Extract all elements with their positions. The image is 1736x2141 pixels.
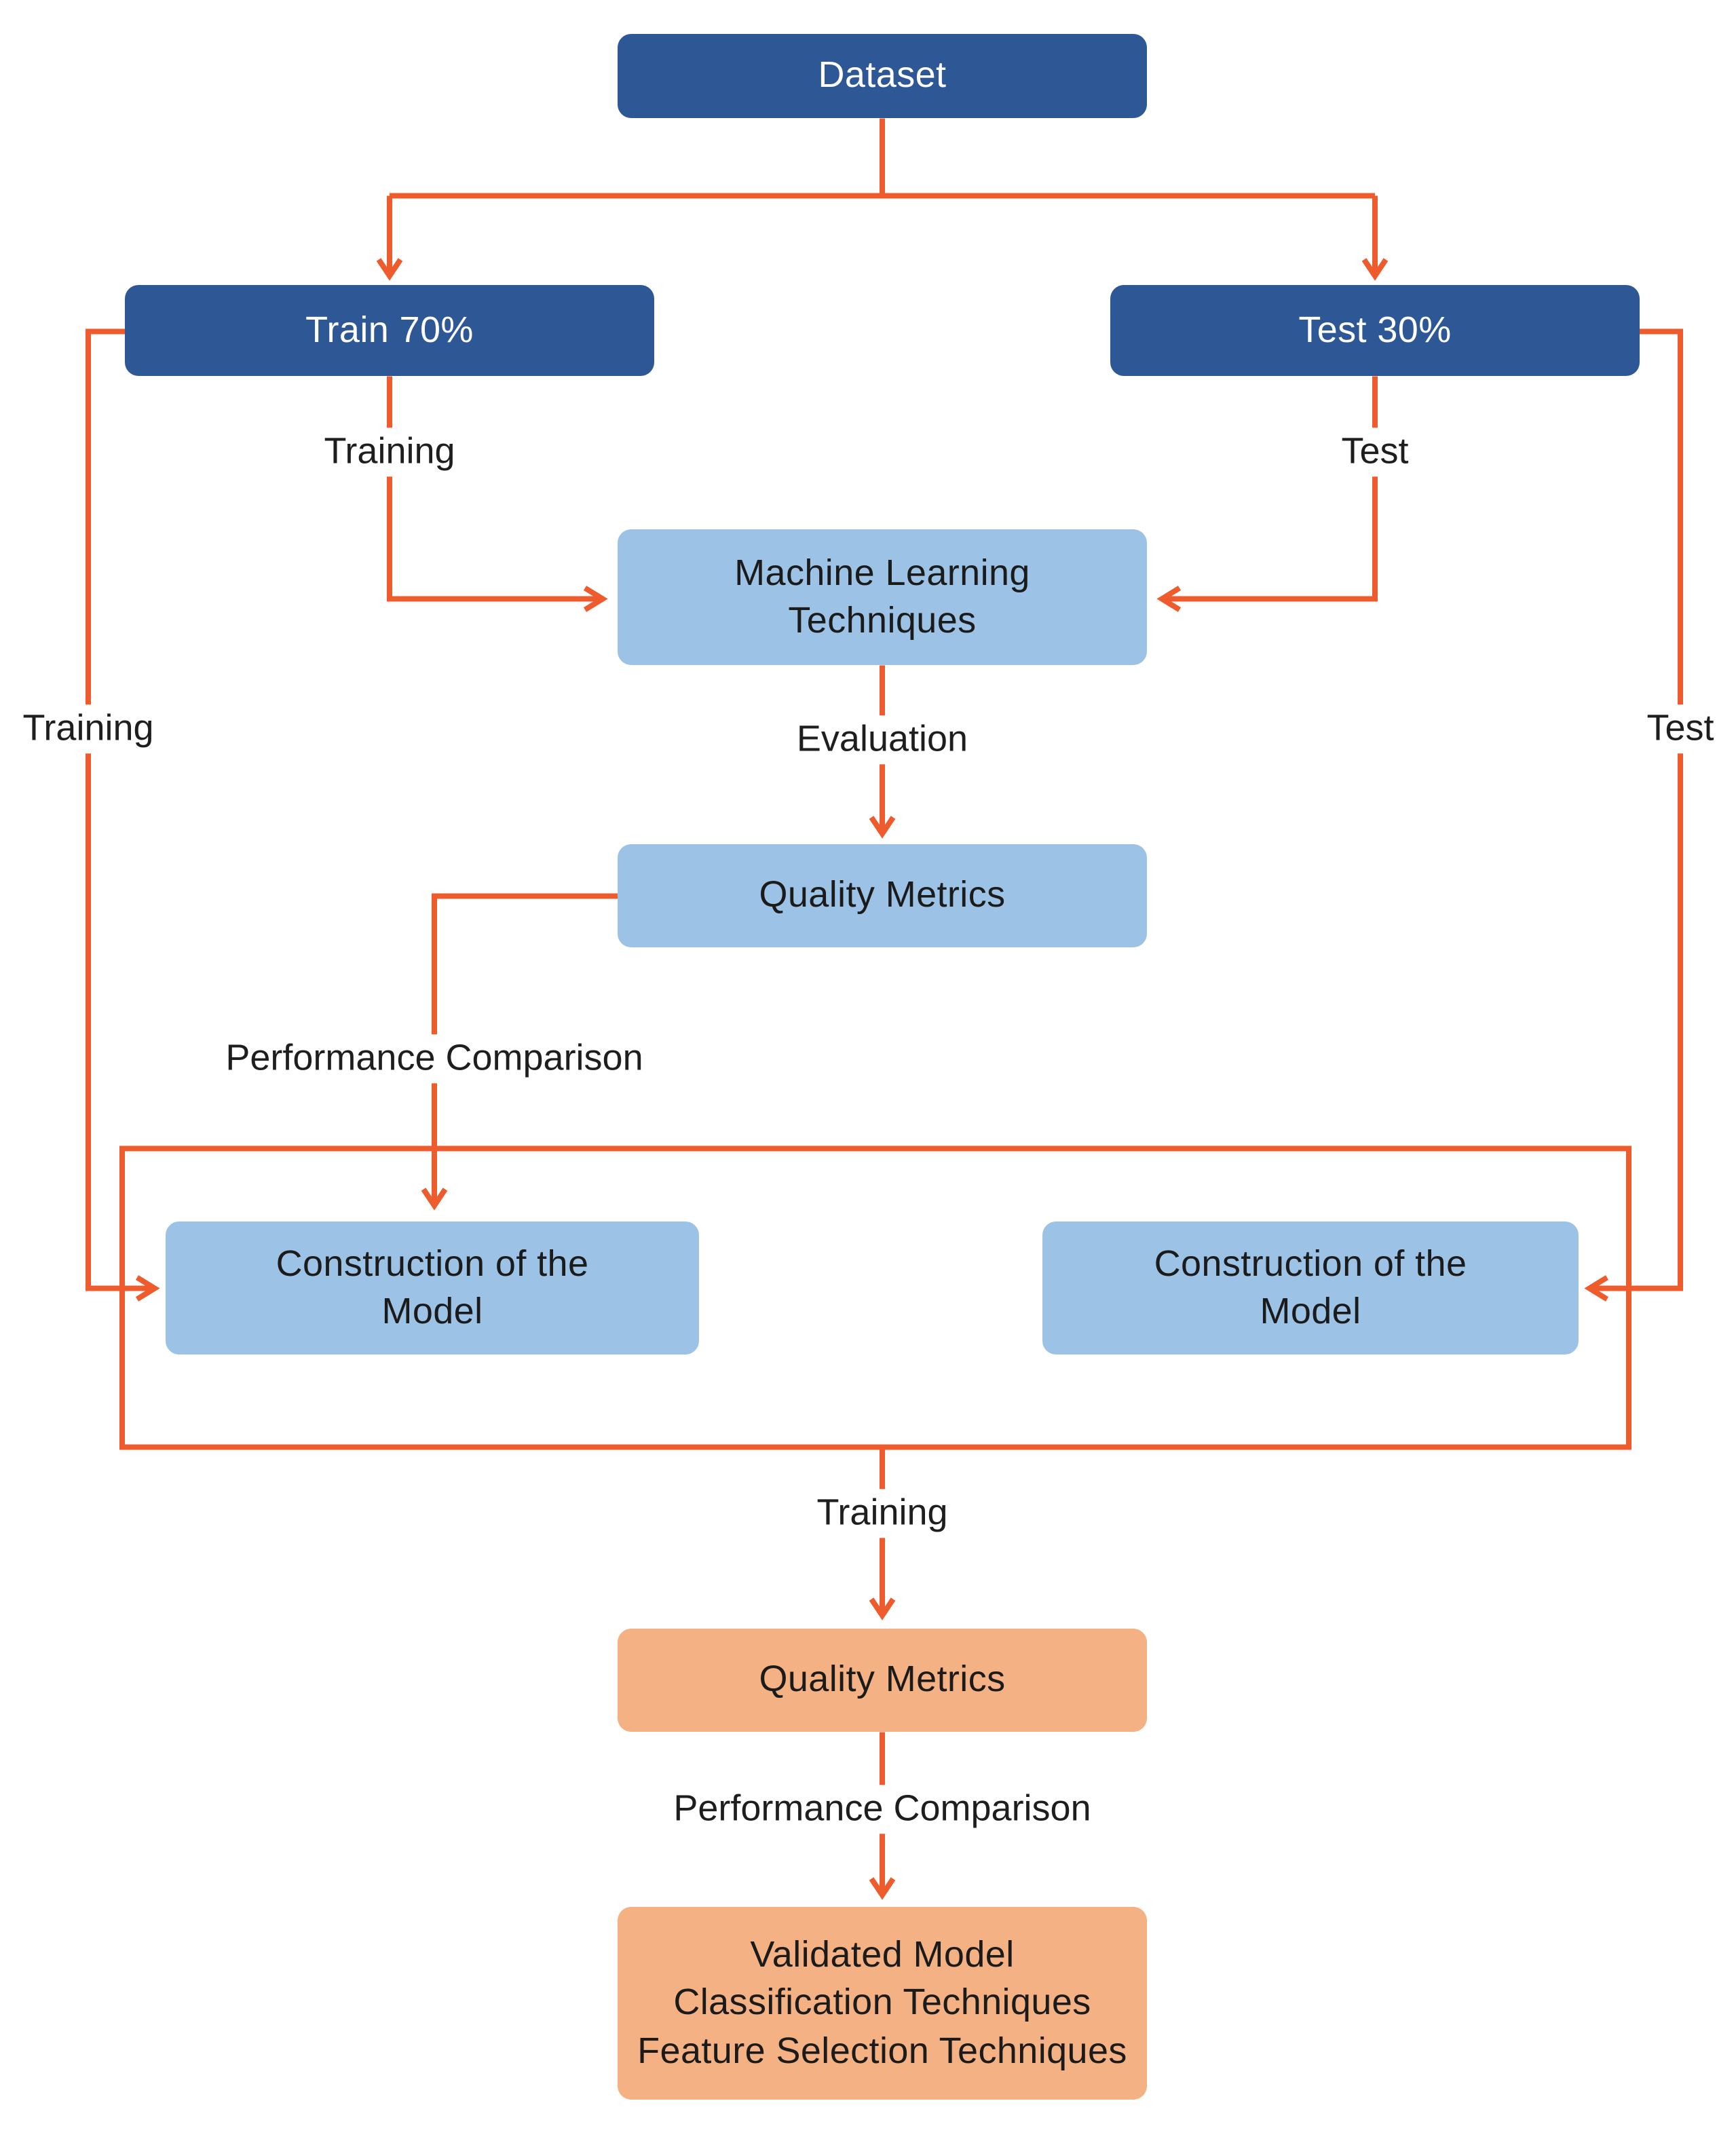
node-label: Quality Metrics bbox=[759, 1659, 1006, 1700]
node-label: Machine Learning bbox=[734, 552, 1030, 593]
edge-label-test-far-right: Test bbox=[1633, 704, 1728, 753]
loop-rectangle bbox=[119, 1145, 1631, 1450]
edge-label-training-bottom: Training bbox=[803, 1489, 962, 1538]
node-quality-metrics-2: Quality Metrics bbox=[618, 1629, 1147, 1732]
edge-label-performance-comparison-bottom: Performance Comparison bbox=[660, 1785, 1105, 1834]
edge-label-training-under-train: Training bbox=[310, 428, 469, 476]
node-dataset: Dataset bbox=[618, 34, 1147, 118]
node-validated-model: Validated Model Classification Technique… bbox=[618, 1907, 1147, 2100]
node-construction-model-right: Construction of the Model bbox=[1042, 1221, 1579, 1354]
node-label: Quality Metrics bbox=[759, 874, 1006, 915]
node-label: Techniques bbox=[788, 600, 977, 641]
edge-label-performance-comparison-mid: Performance Comparison bbox=[212, 1034, 657, 1083]
node-quality-metrics-1: Quality Metrics bbox=[618, 844, 1147, 947]
node-label: Model bbox=[381, 1291, 483, 1331]
node-label: Classification Techniques bbox=[673, 1982, 1091, 2023]
node-label: Construction of the bbox=[276, 1243, 589, 1284]
node-label: Dataset bbox=[818, 54, 947, 96]
node-label: Validated Model bbox=[750, 1934, 1015, 1975]
edge-label-evaluation: Evaluation bbox=[782, 715, 982, 764]
node-label: Model bbox=[1260, 1291, 1361, 1331]
node-ml-techniques: Machine Learning Techniques bbox=[618, 529, 1147, 665]
node-test-30: Test 30% bbox=[1110, 285, 1640, 376]
node-label: Test 30% bbox=[1298, 309, 1452, 350]
node-label: Feature Selection Techniques bbox=[637, 2030, 1127, 2071]
arrow-train-to-ml bbox=[387, 376, 608, 612]
edge-label-test-under-test: Test bbox=[1327, 428, 1422, 476]
edge-label-training-far-left: Training bbox=[9, 704, 168, 753]
arrow-dataset-to-train-test bbox=[376, 118, 1389, 281]
arrow-quality-metrics-to-construction-left bbox=[421, 893, 618, 1211]
node-train-70: Train 70% bbox=[125, 285, 654, 376]
node-label: Construction of the bbox=[1154, 1243, 1467, 1284]
arrow-test-to-ml bbox=[1156, 376, 1378, 612]
node-label: Train 70% bbox=[305, 309, 474, 350]
arrow-test-loop-right bbox=[1584, 328, 1683, 1302]
node-construction-model-left: Construction of the Model bbox=[166, 1221, 699, 1354]
